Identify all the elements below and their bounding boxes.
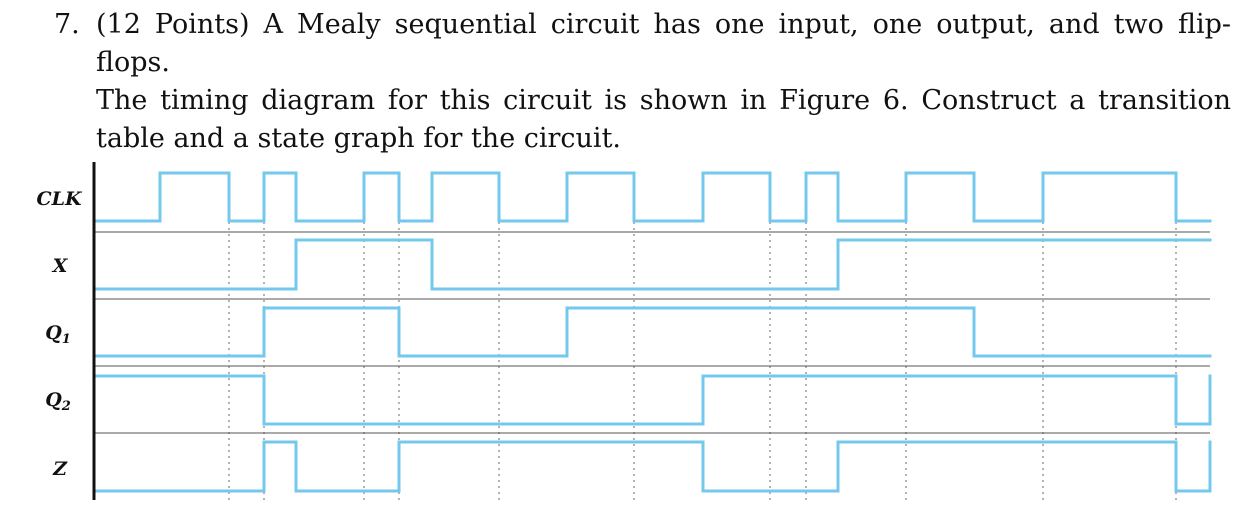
- signal-label-z: Z: [52, 458, 68, 480]
- problem-line-3: table and a state graph for the circuit.: [96, 123, 621, 154]
- signal-label-q2: Q2: [45, 389, 71, 414]
- clock-edge-guides: [228, 222, 1177, 502]
- problem-number: 7.: [54, 9, 80, 40]
- problem-line-2: The timing diagram for this circuit is s…: [96, 85, 1231, 116]
- problem-text: (12 Points) A Mealy sequential circuit h…: [96, 6, 1231, 158]
- row-separators: [94, 231, 1210, 434]
- waveform-z: [94, 440, 1212, 493]
- signal-label-q1: Q1: [45, 322, 71, 347]
- signal-label-clk: CLK: [37, 188, 83, 210]
- signal-waveforms: [94, 171, 1212, 493]
- waveform-q2: [94, 374, 1212, 426]
- signal-label-x: X: [52, 255, 69, 277]
- waveform-x: [94, 238, 1212, 291]
- waveform-q1: [94, 306, 1212, 358]
- waveform-clk: [94, 171, 1212, 223]
- problem-line-1: (12 Points) A Mealy sequential circuit h…: [96, 9, 1231, 78]
